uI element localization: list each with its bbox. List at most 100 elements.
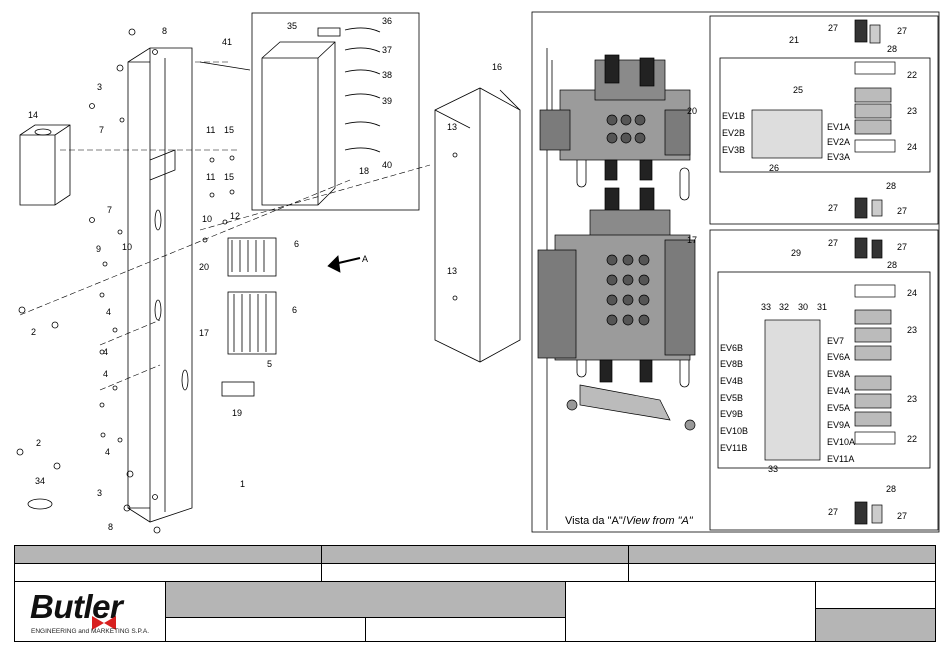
svg-text:EV6A: EV6A	[827, 352, 850, 362]
valve-labels-bottom: EV6B EV8B EV4B EV5B EV9B EV10B EV11B EV7…	[720, 336, 855, 464]
view-title: Vista da "A"/View from "A"	[565, 515, 694, 527]
svg-text:EV1A: EV1A	[827, 122, 850, 132]
svg-text:15: 15	[224, 125, 234, 135]
svg-text:31: 31	[817, 302, 827, 312]
svg-text:27: 27	[828, 23, 838, 33]
title-block-cell-3	[628, 563, 936, 582]
svg-text:EV6B: EV6B	[720, 343, 743, 353]
valve-labels-top: EV1B EV2B EV3B EV1A EV2A EV3A	[722, 111, 850, 162]
svg-text:6: 6	[294, 239, 299, 249]
svg-text:EV9B: EV9B	[720, 409, 743, 419]
svg-text:28: 28	[886, 484, 896, 494]
svg-text:32: 32	[779, 302, 789, 312]
svg-text:23: 23	[907, 325, 917, 335]
cover-16	[434, 87, 521, 363]
svg-text:11: 11	[206, 125, 215, 135]
svg-text:EV3B: EV3B	[722, 145, 745, 155]
svg-text:4: 4	[103, 347, 108, 357]
screws	[16, 28, 235, 534]
svg-text:14: 14	[28, 110, 38, 120]
svg-text:40: 40	[382, 160, 392, 170]
svg-text:26: 26	[769, 163, 779, 173]
page-cell-top	[815, 581, 936, 609]
svg-text:25: 25	[793, 85, 803, 95]
logo-bowtie-icon	[92, 616, 116, 630]
svg-text:23: 23	[907, 394, 917, 404]
logo-cell	[14, 581, 166, 642]
svg-text:4: 4	[103, 369, 108, 379]
svg-text:7: 7	[99, 125, 104, 135]
code-cell-a	[165, 617, 366, 642]
svg-text:7: 7	[107, 205, 112, 215]
svg-text:EV10B: EV10B	[720, 426, 748, 436]
view-arrow-label: A	[362, 254, 368, 264]
svg-text:13: 13	[447, 122, 457, 132]
svg-text:27: 27	[828, 238, 838, 248]
svg-text:35: 35	[287, 21, 297, 31]
svg-text:36: 36	[382, 16, 392, 26]
svg-text:28: 28	[886, 181, 896, 191]
svg-text:EV10A: EV10A	[827, 437, 855, 447]
svg-text:8: 8	[108, 522, 113, 532]
svg-text:EV2B: EV2B	[722, 128, 745, 138]
svg-text:4: 4	[106, 307, 111, 317]
svg-text:4: 4	[105, 447, 110, 457]
callouts-right: 20 17 27 27 28 21 25 22 23 24 26 28 27 2…	[687, 23, 917, 521]
svg-text:EV4A: EV4A	[827, 386, 850, 396]
svg-text:27: 27	[897, 511, 907, 521]
svg-text:EV11A: EV11A	[827, 454, 854, 464]
svg-text:12: 12	[230, 211, 240, 221]
manifold-20-17-left	[221, 237, 277, 397]
box-41-frame	[199, 12, 420, 211]
svg-text:5: 5	[267, 359, 272, 369]
title-block-cell-1	[14, 563, 322, 582]
svg-text:3: 3	[97, 488, 102, 498]
view-frame	[531, 11, 940, 533]
svg-text:23: 23	[907, 106, 917, 116]
svg-text:20: 20	[199, 262, 209, 272]
svg-text:17: 17	[687, 235, 697, 245]
exploded-parts-drawing: 8 3 7 14 11 15 11 15 10 12 9 10 7 4 4 2 …	[16, 11, 940, 534]
svg-text:15: 15	[224, 172, 234, 182]
callouts-left: 8 3 7 14 11 15 11 15 10 12 9 10 7 4 4 2 …	[28, 16, 502, 532]
svg-text:28: 28	[887, 260, 897, 270]
svg-text:37: 37	[382, 45, 392, 55]
code-cell-b	[365, 617, 566, 642]
svg-text:EV8A: EV8A	[827, 369, 850, 379]
svg-text:6: 6	[292, 305, 297, 315]
column-frame	[127, 47, 193, 523]
svg-text:1: 1	[240, 479, 245, 489]
svg-text:33: 33	[761, 302, 771, 312]
valve-manifold-17	[537, 187, 696, 431]
svg-text:38: 38	[382, 70, 392, 80]
revision-cell	[565, 581, 816, 642]
svg-text:EV2A: EV2A	[827, 137, 850, 147]
fittings-details	[751, 19, 896, 525]
svg-text:8: 8	[162, 26, 167, 36]
svg-text:27: 27	[828, 507, 838, 517]
svg-text:EV9A: EV9A	[827, 420, 850, 430]
svg-text:33: 33	[768, 464, 778, 474]
svg-text:16: 16	[492, 62, 502, 72]
svg-text:29: 29	[791, 248, 801, 258]
svg-text:EV7: EV7	[827, 336, 844, 346]
svg-text:EV5B: EV5B	[720, 393, 743, 403]
svg-text:24: 24	[907, 288, 917, 298]
svg-text:39: 39	[382, 96, 392, 106]
svg-text:2: 2	[31, 327, 36, 337]
svg-text:22: 22	[907, 434, 917, 444]
svg-text:20: 20	[687, 106, 697, 116]
svg-text:30: 30	[798, 302, 808, 312]
svg-text:13: 13	[447, 266, 457, 276]
page-cell-bottom	[815, 608, 936, 642]
title-block-header-1	[14, 545, 322, 564]
svg-text:11: 11	[206, 172, 215, 182]
svg-text:27: 27	[897, 242, 907, 252]
svg-text:EV1B: EV1B	[722, 111, 745, 121]
title-block-cell-2	[321, 563, 629, 582]
svg-text:41: 41	[222, 37, 232, 47]
svg-text:3: 3	[97, 82, 102, 92]
title-block-header-2	[321, 545, 629, 564]
svg-text:19: 19	[232, 408, 242, 418]
svg-text:34: 34	[35, 476, 45, 486]
